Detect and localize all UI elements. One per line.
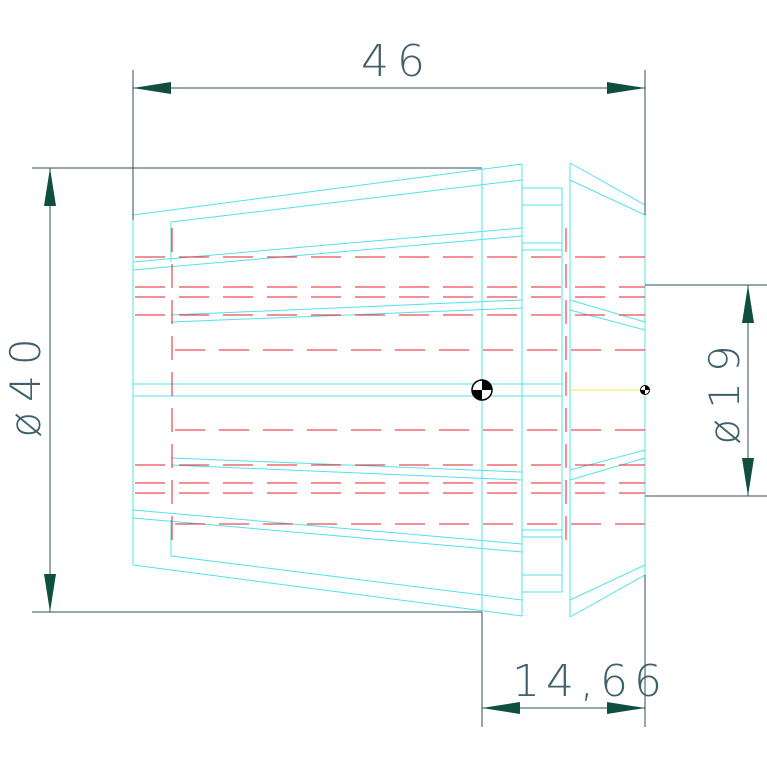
center-mark-icon [471, 379, 493, 401]
hidden-lines [135, 228, 645, 552]
overall-length-label: 46 [361, 36, 433, 87]
collet-outline [132, 162, 646, 618]
front-length-label: 14,66 [512, 656, 668, 707]
small-center-mark-icon [640, 385, 650, 395]
outer-diameter-label: ø40 [1, 328, 50, 437]
dimension-bore-diameter: ø19 [645, 284, 767, 497]
bore-diameter-label: ø19 [700, 335, 749, 444]
dimension-outer-diameter: ø40 [1, 167, 482, 613]
dimension-front-length: 14,66 [481, 575, 668, 727]
dimension-overall-length: 46 [132, 36, 646, 220]
